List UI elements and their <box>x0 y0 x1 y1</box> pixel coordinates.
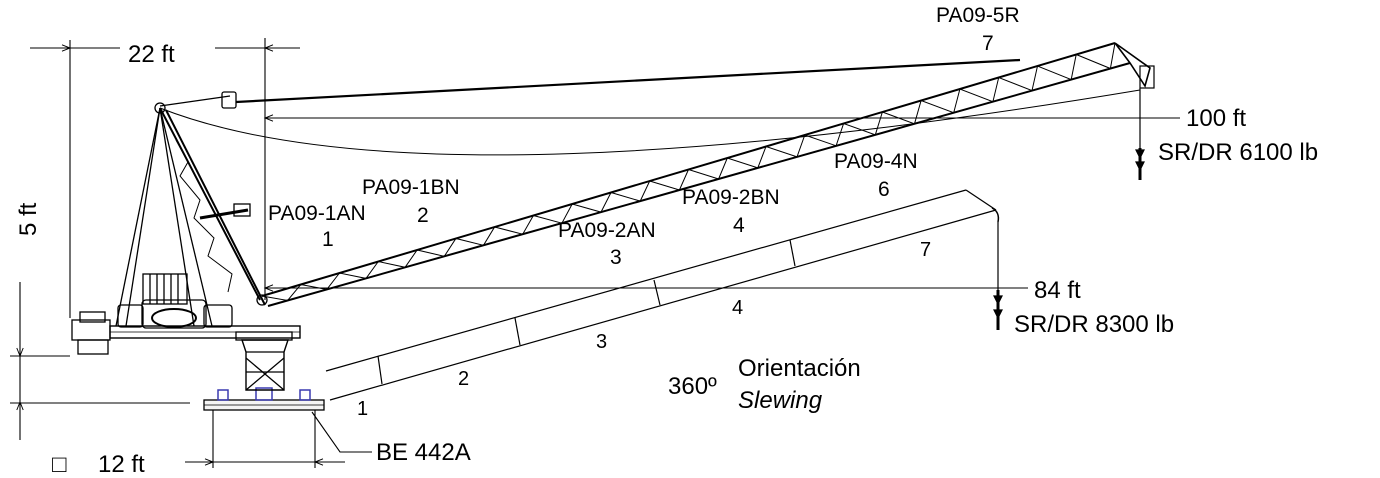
slewing-spanish: Orientación <box>738 355 861 382</box>
section-num-2: 2 <box>417 204 429 227</box>
load-84ft: SR/DR 8300 lb <box>1014 311 1174 338</box>
short-jib <box>325 189 1003 401</box>
long-jib <box>261 42 1155 307</box>
hook-block-long <box>1135 148 1145 180</box>
slewing-ring <box>235 331 293 341</box>
crane-structure <box>71 58 1141 411</box>
short-jib-num-3: 3 <box>596 331 607 353</box>
section-num-3: 3 <box>610 246 622 269</box>
section-code-1: PA09-1AN <box>268 202 366 225</box>
section-num-1: 1 <box>322 228 334 251</box>
base-label: BE 442A <box>376 439 471 466</box>
section-code-4: PA09-2BN <box>682 186 780 209</box>
dim-5ft: 5 ft <box>15 202 42 236</box>
short-jib-num-2: 2 <box>458 368 469 390</box>
section-code-7: PA09-5R <box>936 4 1020 27</box>
tower-column <box>241 339 289 391</box>
dim-22ft: 22 ft <box>128 41 175 68</box>
radius-100ft: 100 ft <box>1186 105 1246 132</box>
short-jib-num-1: 1 <box>357 398 368 420</box>
section-num-6: 6 <box>878 178 890 201</box>
section-code-3: PA09-2AN <box>558 219 656 242</box>
anchor-bolts <box>217 387 311 401</box>
radius-84ft: 84 ft <box>1034 277 1081 304</box>
dimension-lines <box>10 38 1180 468</box>
slewing-degrees: 360º <box>668 373 717 400</box>
section-code-6: PA09-4N <box>834 150 918 173</box>
base-square-symbol: □ <box>52 451 67 478</box>
short-jib-num-7: 7 <box>920 239 931 261</box>
hook-block-short <box>993 290 1003 330</box>
section-code-2: PA09-1BN <box>362 176 460 199</box>
load-100ft: SR/DR 6100 lb <box>1158 139 1318 166</box>
dim-12ft: 12 ft <box>98 451 145 478</box>
brand-logo <box>151 308 197 328</box>
short-jib-num-4: 4 <box>732 297 743 319</box>
slewing-english: Slewing <box>738 387 823 414</box>
section-num-7: 7 <box>982 32 994 55</box>
section-num-4: 4 <box>733 214 745 237</box>
mast-head-sheave <box>154 102 166 114</box>
